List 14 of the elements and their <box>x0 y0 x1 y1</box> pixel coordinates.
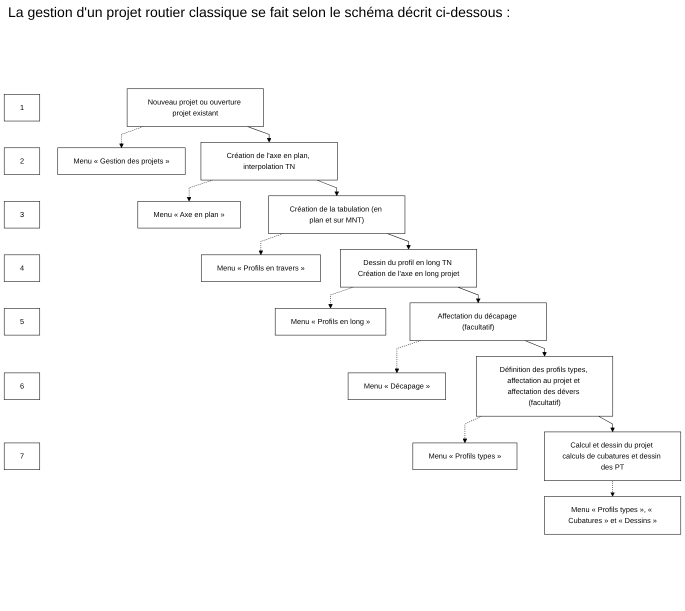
title: La gestion d'un projet routier classique se fait selon le schéma décrit ci-dessous : <box>8 4 512 20</box>
arrow <box>186 180 213 202</box>
arrow <box>394 340 422 374</box>
arrow <box>247 126 272 142</box>
arrow <box>610 480 615 497</box>
arrow <box>328 286 354 309</box>
arrow <box>457 286 480 304</box>
arrow <box>387 233 411 250</box>
arrow <box>524 340 547 357</box>
arrow <box>316 180 340 196</box>
arrow <box>119 126 144 148</box>
arrow <box>598 416 615 432</box>
arrow <box>462 416 482 444</box>
arrow <box>258 233 284 256</box>
